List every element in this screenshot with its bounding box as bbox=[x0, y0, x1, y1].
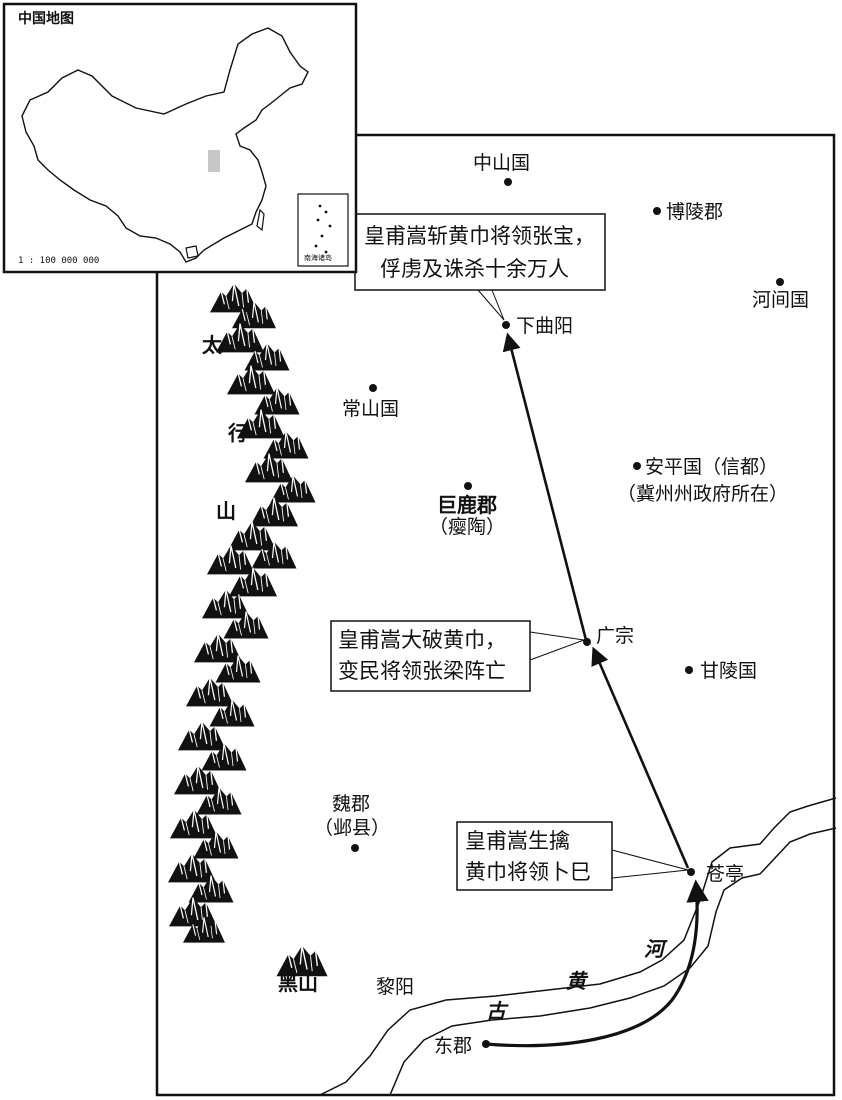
wei-dot bbox=[351, 844, 359, 852]
annotation-cangting-line2: 黄巾将领卜巳 bbox=[465, 860, 591, 884]
label-wei: 魏郡 bbox=[332, 793, 370, 815]
label-liyang: 黎阳 bbox=[376, 976, 414, 998]
annotation-xiaquyang: 皇甫嵩斩黄巾将领张宝， 俘虏及诛杀十余万人 bbox=[354, 213, 606, 321]
xiaquyang-dot bbox=[502, 321, 510, 329]
label-anping: 安平国（信都） bbox=[645, 456, 778, 478]
south-sea-box bbox=[297, 193, 349, 267]
hainan-island bbox=[185, 245, 199, 259]
annotation-cangting-line1: 皇甫嵩生擒 bbox=[465, 829, 570, 853]
label-taihang-3: 山 bbox=[216, 499, 236, 523]
china-outline bbox=[21, 27, 309, 263]
inset-title: 中国地图 bbox=[18, 10, 74, 27]
boling-dot bbox=[653, 207, 661, 215]
label-anping-note: （冀州州政府所在） bbox=[617, 483, 788, 505]
label-hejian: 河间国 bbox=[752, 289, 809, 311]
cangting-dot bbox=[687, 868, 695, 876]
south-sea-label: 南海诸岛 bbox=[304, 253, 332, 262]
label-wei-note: （邺县） bbox=[314, 817, 390, 839]
label-xiaquyang: 下曲阳 bbox=[516, 315, 573, 337]
annotation-guangzong-line2: 变民将领张梁阵亡 bbox=[338, 659, 506, 683]
route-guangzong-to-xiaquyang bbox=[502, 332, 588, 641]
inset-china-map: 中国地图 1 : 100 000 000 南海诸岛 bbox=[2, 2, 358, 274]
label-taihang-2: 行 bbox=[227, 421, 248, 445]
label-julu-note: （瘿陶） bbox=[429, 516, 505, 538]
inset-frame bbox=[2, 2, 358, 274]
label-heishan: 黑山 bbox=[278, 971, 318, 995]
inset-scale: 1 : 100 000 000 bbox=[18, 256, 99, 266]
taiwan-island bbox=[256, 208, 265, 232]
julu-dot bbox=[464, 482, 472, 490]
route-cangting-to-guangzong bbox=[591, 646, 690, 869]
label-zhongshan: 中山国 bbox=[473, 152, 530, 174]
label-changshan: 常山国 bbox=[342, 398, 399, 420]
campaign-area-highlight bbox=[208, 150, 220, 172]
annotation-cangting: 皇甫嵩生擒 黄巾将领卜巳 bbox=[456, 821, 689, 891]
label-cangting: 苍亭 bbox=[706, 863, 744, 885]
route-dongjun-to-cangting bbox=[485, 879, 709, 1048]
label-ganling: 甘陵国 bbox=[700, 660, 757, 682]
annotation-xiaquyang-line1: 皇甫嵩斩黄巾将领张宝， bbox=[364, 224, 595, 248]
label-taihang-1: 太 bbox=[202, 333, 223, 357]
changshan-dot bbox=[369, 384, 377, 392]
label-julu: 巨鹿郡 bbox=[437, 493, 497, 517]
label-dongjun: 东郡 bbox=[434, 1035, 472, 1057]
dongjun-dot bbox=[482, 1040, 490, 1048]
hejian-dot bbox=[776, 278, 784, 286]
label-boling: 博陵郡 bbox=[666, 201, 723, 223]
annotation-xiaquyang-line2: 俘虏及诛杀十余万人 bbox=[380, 257, 569, 281]
zhongshan-dot bbox=[504, 178, 512, 186]
anping-dot bbox=[633, 462, 641, 470]
main-map-frame bbox=[155, 133, 836, 1097]
yellow-river-north-bank bbox=[319, 797, 837, 1096]
label-river-gu: 古 bbox=[486, 999, 509, 1023]
guangzong-dot bbox=[583, 638, 591, 646]
label-guangzong: 广宗 bbox=[596, 625, 634, 647]
annotation-guangzong: 皇甫嵩大破黄巾， 变民将领张梁阵亡 bbox=[330, 620, 585, 692]
annotation-guangzong-line1: 皇甫嵩大破黄巾， bbox=[338, 628, 506, 652]
ganling-dot bbox=[685, 666, 693, 674]
label-river-huang: 黄 bbox=[566, 969, 589, 993]
